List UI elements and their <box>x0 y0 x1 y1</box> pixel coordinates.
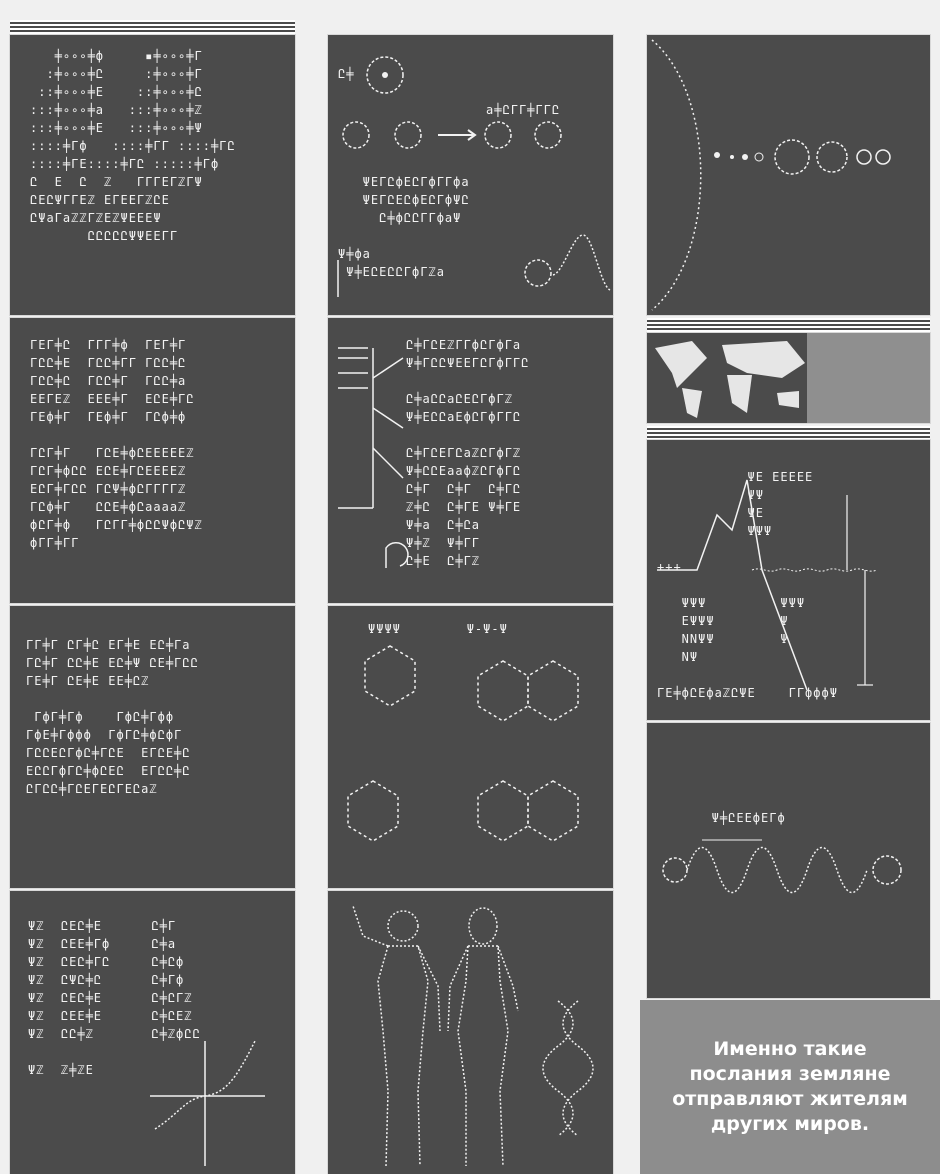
caption-text: Именно такие послания земляне отправляют… <box>654 1037 926 1137</box>
decorative-stripes <box>647 318 930 332</box>
world-map-panel <box>647 333 930 423</box>
caption-box: Именно такие послания земляне отправляют… <box>640 1000 940 1174</box>
glyph-text-isotopes: Ը╪ΓԸΕℤΓΓфԸΓфΓa Ψ╪ΓԸԸΨΕΕΓԸΓфΓΓԸ Ը╪aԸԸaԸΕԸ… <box>406 336 529 570</box>
cubic-graph <box>10 891 295 1174</box>
altitude-panel: ΨΕ ΕΕΕΕΕ ΨΨ ΨΕ ΨΨΨ +++ ΨΨΨ ΨΨΨ ΕΨΨΨ Ψ ΝΝ… <box>647 440 930 720</box>
humans-panel <box>328 891 613 1174</box>
human-figures <box>328 891 613 1174</box>
glyph-text-fractions: ΓΓ╪Γ ԸΓ╪Ը ΕΓ╪Ε ΕԸ╪Γa ΓԸ╪Γ ԸԸ╪Ε ΕԸ╪Ψ ԸΕ╪Γ… <box>26 636 199 798</box>
glyph-text-molecules: ΨΨΨΨ Ψ-Ψ-Ψ <box>368 620 508 638</box>
glyph-text-wave: Ψ╪ԸΕΕфΕΓф <box>687 809 786 827</box>
decorative-stripes <box>10 20 295 34</box>
caption-line-3: отправляют жителям <box>672 1088 908 1110</box>
numbers-panel: ╪∘∘∘╪ф ▪╪∘∘∘╪Γ :╪∘∘∘╪Ը :╪∘∘∘╪Γ ::╪∘∘∘╪Ε … <box>10 35 295 315</box>
isotopes-panel: Ը╪ΓԸΕℤΓΓфԸΓфΓa Ψ╪ΓԸԸΨΕΕΓԸΓфΓΓԸ Ը╪aԸԸaԸΕԸ… <box>328 318 613 603</box>
glyph-text-operations: ΓΕΓ╪Ը ΓΓΓ╪ф ΓΕΓ╪Γ ΓԸԸ╪Ε ΓԸԸ╪ΓΓ ΓԸԸ╪Ը ΓԸԸ… <box>30 336 203 552</box>
solar-system-panel <box>647 35 930 315</box>
caption-line-2: послания земляне <box>689 1063 890 1085</box>
operations-panel: ΓΕΓ╪Ը ΓΓΓ╪ф ΓΕΓ╪Γ ΓԸԸ╪Ε ΓԸԸ╪ΓΓ ΓԸԸ╪Ը ΓԸԸ… <box>10 318 295 603</box>
fractions-panel: ΓΓ╪Γ ԸΓ╪Ը ΕΓ╪Ε ΕԸ╪Γa ΓԸ╪Γ ԸԸ╪Ε ΕԸ╪Ψ ԸΕ╪Γ… <box>10 606 295 888</box>
solar-system-diagram <box>647 35 930 315</box>
glyph-text-hydrogen: Ը╪ a╪ԸΓΓ╪ΓΓԸ ΨΕΓԸфΕԸΓфΓΓфa ΨΕΓԸΕԸфΕԸΓфΨԸ… <box>338 65 560 281</box>
hydrogen-panel: Ը╪ a╪ԸΓΓ╪ΓΓԸ ΨΕΓԸфΕԸΓфΓΓфa ΨΕΓԸΕԸфΕԸΓфΨԸ… <box>328 35 613 315</box>
caption-line-4: других миров. <box>711 1113 869 1135</box>
molecule-rings <box>328 606 613 888</box>
molecules-panel: ΨΨΨΨ Ψ-Ψ-Ψ <box>328 606 613 888</box>
decorative-stripes <box>647 426 930 440</box>
world-map <box>647 333 930 423</box>
glyph-text-numbers: ╪∘∘∘╪ф ▪╪∘∘∘╪Γ :╪∘∘∘╪Ը :╪∘∘∘╪Γ ::╪∘∘∘╪Ε … <box>30 47 236 245</box>
math-panel: Ψℤ ԸΕԸ╪Ε Ը╪Γ Ψℤ ԸΕΕ╪Γф Ը╪a Ψℤ ԸΕԸ╪ΓԸ Ը╪Ը… <box>10 891 295 1174</box>
caption-line-1: Именно такие <box>713 1038 866 1060</box>
glyph-text-altitude: ΨΕ ΕΕΕΕΕ ΨΨ ΨΕ ΨΨΨ +++ ΨΨΨ ΨΨΨ ΕΨΨΨ Ψ ΝΝ… <box>657 468 838 702</box>
wave-diagram <box>647 723 930 998</box>
wave-panel: Ψ╪ԸΕΕфΕΓф <box>647 723 930 998</box>
